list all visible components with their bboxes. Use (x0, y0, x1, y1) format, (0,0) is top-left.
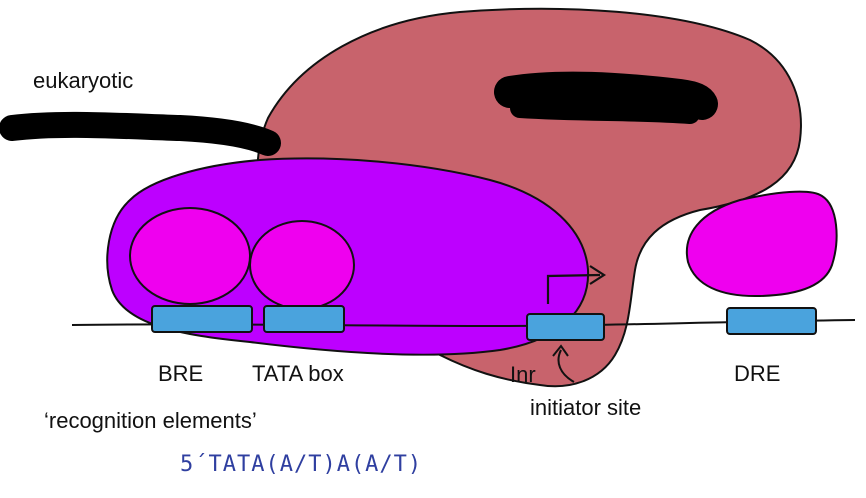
initiator-pointer-arrow (557, 349, 575, 383)
bre-element (151, 305, 253, 333)
recognition-elements-label: ‘recognition elements’ (44, 408, 257, 433)
bre-binding-subunit (129, 207, 251, 305)
dre-element (726, 307, 817, 335)
dre-binding-subunit (685, 190, 838, 298)
inr-label: Inr (510, 362, 536, 387)
initiator-pointer-head (552, 344, 569, 357)
transcription-start-arrow (546, 273, 601, 304)
inr-element (526, 313, 605, 341)
redaction-scribble-right (494, 71, 718, 120)
tata-box-element (263, 305, 345, 333)
tata-binding-subunit (249, 220, 355, 310)
tata-consensus-sequence: 5´TATA(A/T)A(A/T) (180, 452, 423, 477)
dre-label: DRE (734, 361, 781, 386)
tata-box-label: TATA box (252, 361, 344, 386)
initiator-site-label: initiator site (530, 395, 642, 420)
eukaryotic-label: eukaryotic (33, 68, 134, 93)
redaction-scribble-right-2 (510, 98, 700, 124)
redaction-scribble-left (0, 111, 281, 156)
bre-label: BRE (158, 361, 204, 386)
transcription-arrow-head (589, 265, 607, 285)
